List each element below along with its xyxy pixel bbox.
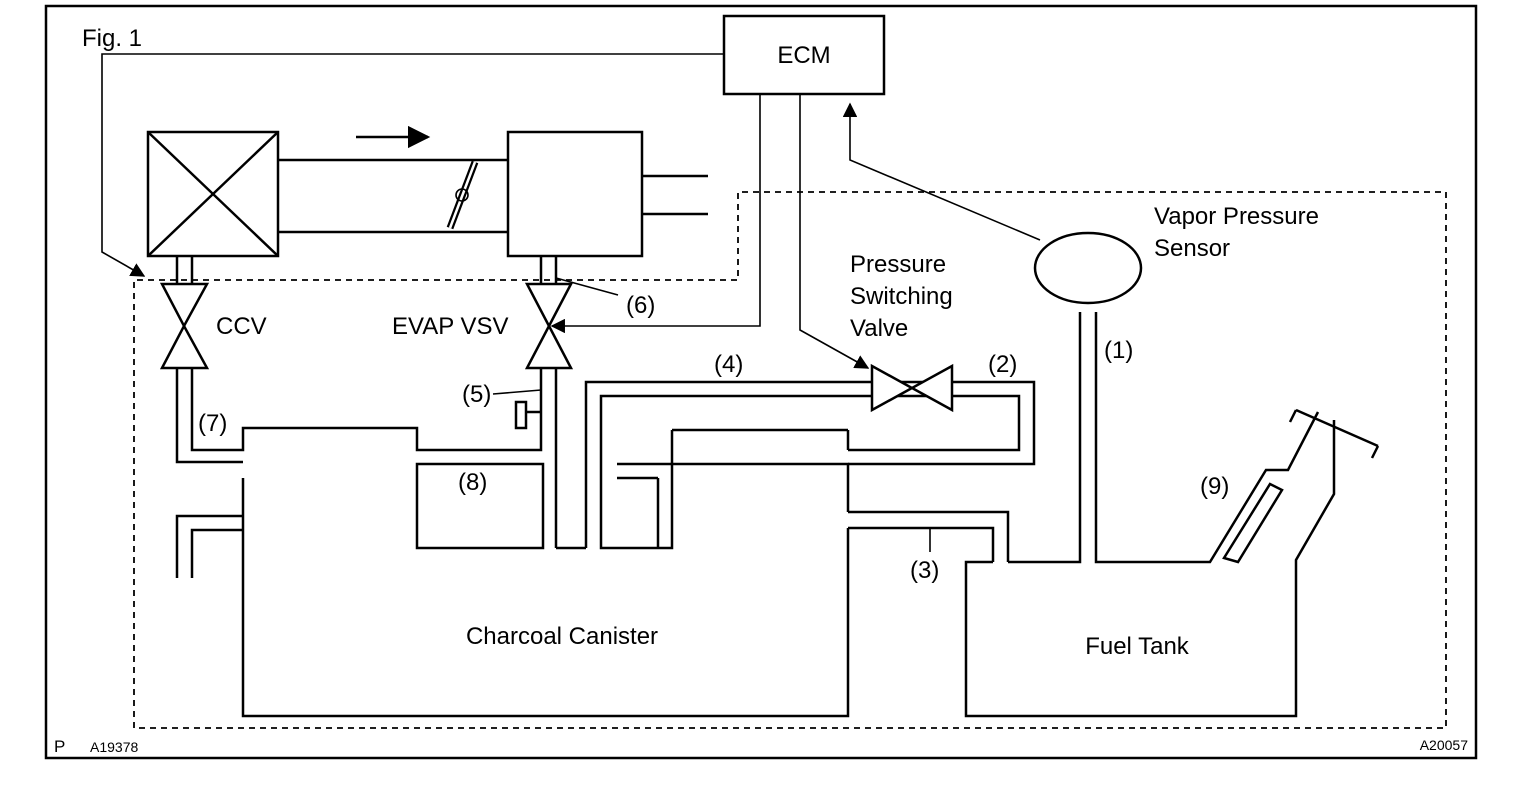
ccv-valve [159, 282, 210, 370]
callout-6: (6) [626, 292, 655, 319]
fresh-air-inlet-outer [175, 514, 243, 578]
psv-label-line-1: Pressure [850, 251, 946, 278]
callout-5: (5) [462, 381, 491, 408]
callout-6-leader [555, 277, 619, 296]
canister-outer-passage [584, 380, 1036, 548]
ecm-to-evap-vsv-line [550, 94, 761, 334]
canister-inner-passage [599, 394, 1021, 550]
system-boundary [133, 191, 1447, 729]
charcoal-canister-body [241, 478, 850, 718]
ecm-to-ccv-line [101, 53, 724, 277]
vapor-pressure-sensor [1033, 231, 1143, 305]
left-code: A19378 [90, 739, 138, 755]
callout-3: (3) [910, 557, 939, 584]
fuel-tank-body [964, 420, 1336, 718]
filler-cap-edges [1288, 409, 1380, 459]
fuel-tank-label: Fuel Tank [1085, 633, 1190, 660]
filter-block [415, 462, 545, 550]
callout-4: (4) [714, 351, 743, 378]
tank-pipe-inner [848, 526, 995, 562]
ccv-label: CCV [216, 313, 267, 340]
throttle-valve [446, 160, 479, 230]
air-cleaner-cross-2 [147, 131, 279, 257]
vps-label-line-2: Sensor [1154, 235, 1230, 262]
ecm-label: ECM [777, 42, 830, 69]
ccv-vsv-connector [190, 368, 543, 452]
intake-manifold [506, 130, 644, 258]
callout-9: (9) [1200, 473, 1229, 500]
filler-cap [1295, 408, 1379, 448]
ccv-pipe-outer [175, 368, 243, 464]
pressure-switching-valve [870, 363, 954, 413]
charcoal-canister-label: Charcoal Canister [466, 623, 658, 650]
evap-vsv-valve [524, 282, 574, 370]
figure-label: Fig. 1 [82, 25, 142, 52]
psv-label-line-2: Switching [850, 283, 953, 310]
callout-2: (2) [988, 351, 1017, 378]
sensor-to-ecm-line [842, 102, 1041, 241]
fresh-air-inlet-inner [190, 528, 243, 578]
ecm-box [722, 14, 886, 96]
fuel-tank-top-right [1094, 312, 1320, 564]
callout-5-leader [492, 389, 542, 395]
right-code: A20057 [1420, 737, 1468, 753]
vps-label-line-1: Vapor Pressure [1154, 203, 1319, 230]
corner-mark: P [54, 737, 65, 756]
callout-1: (1) [1104, 337, 1133, 364]
pressure-port [514, 400, 528, 430]
figure-frame [44, 4, 1478, 760]
callout-7: (7) [198, 410, 227, 437]
ecm-to-psv-line [799, 94, 870, 369]
evap-vsv-label: EVAP VSV [392, 313, 509, 340]
fuel-tank-top-left [1008, 312, 1082, 564]
psv-label-line-3: Valve [850, 315, 908, 342]
tank-pipe-outer [848, 510, 1010, 562]
filler-inner-tube [1222, 482, 1284, 564]
callout-8: (8) [458, 469, 487, 496]
